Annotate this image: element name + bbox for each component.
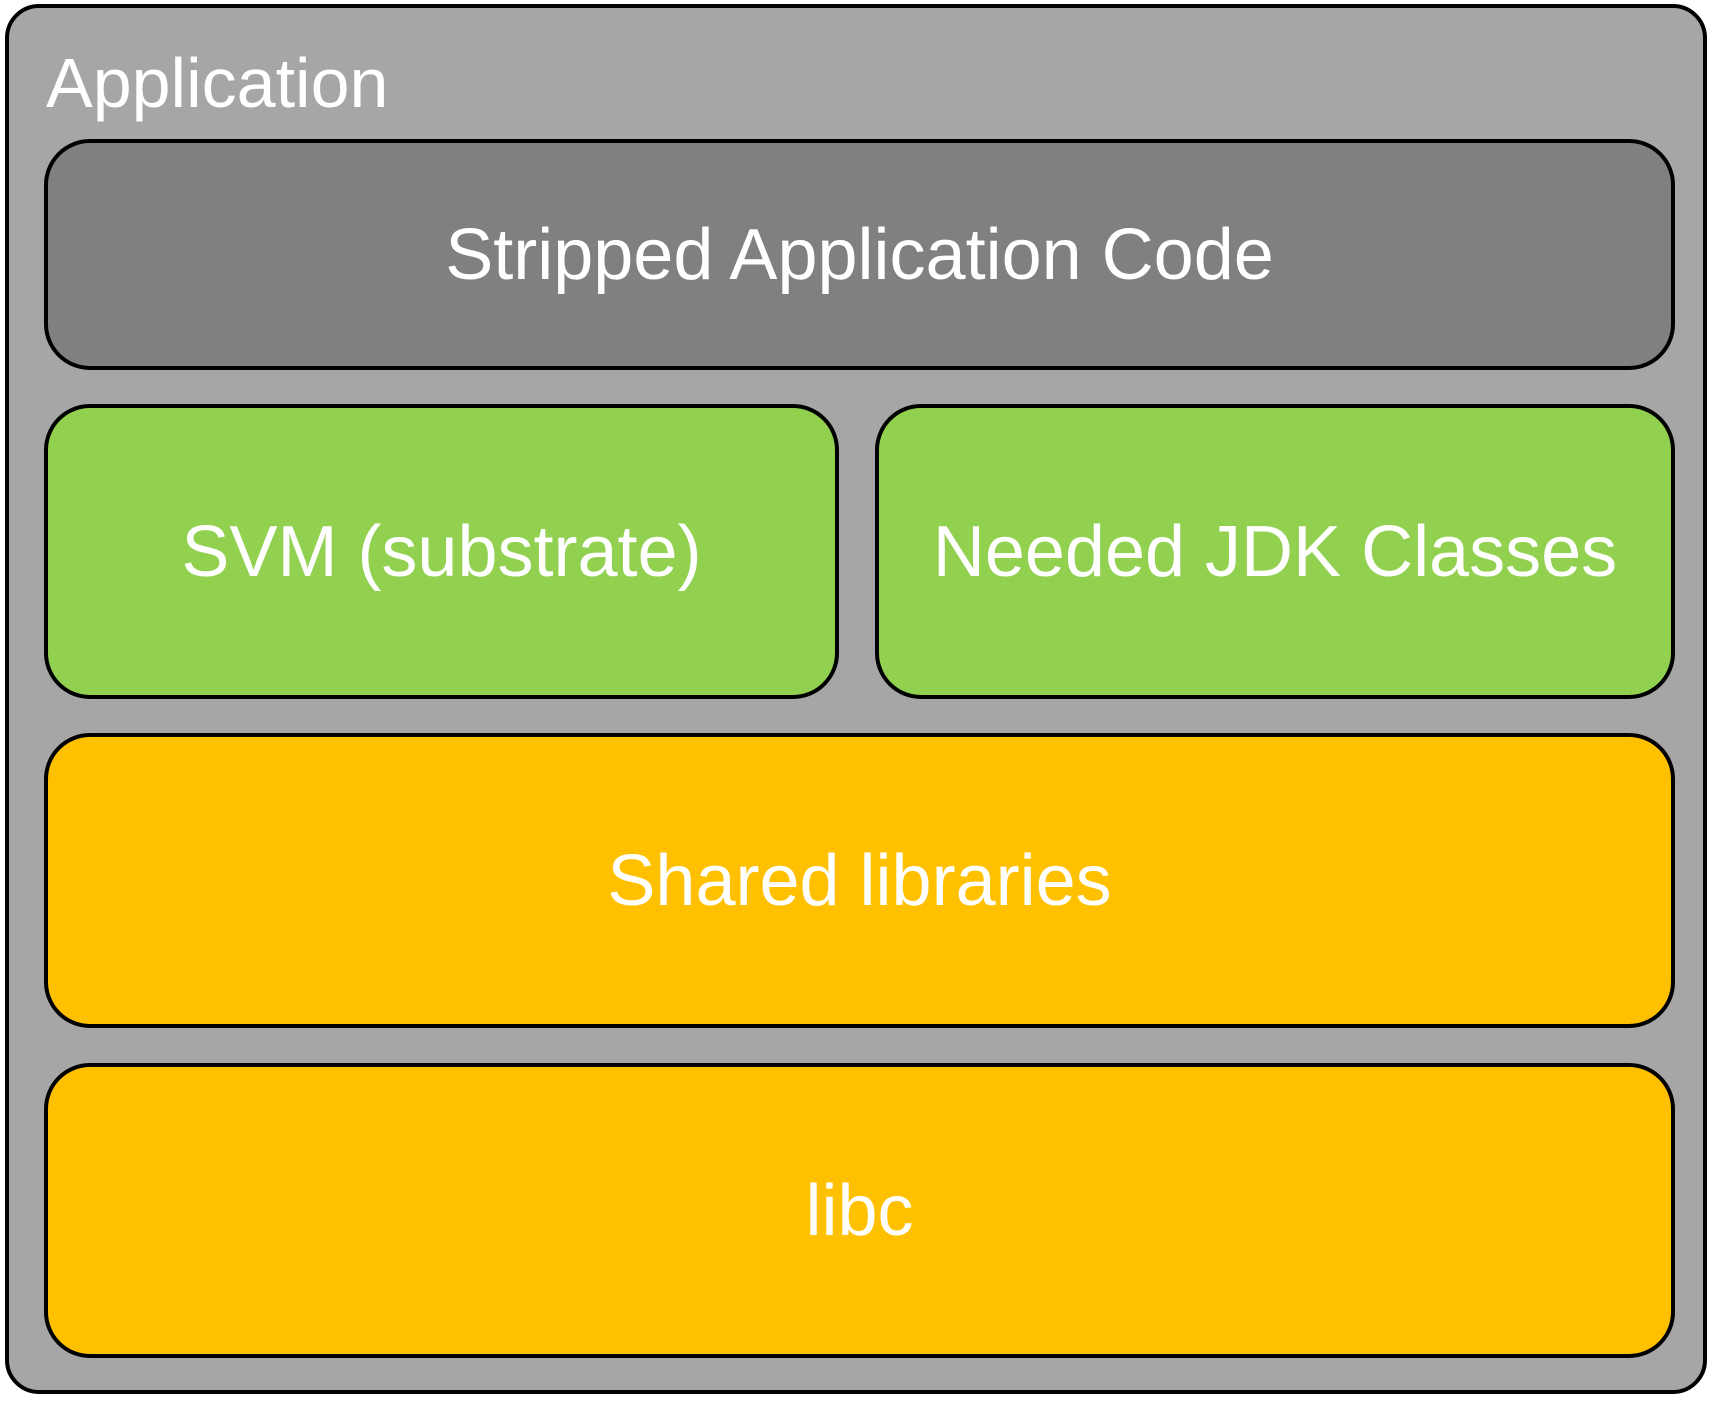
svm-substrate-block: SVM (substrate) — [44, 404, 839, 699]
stripped-application-code-label: Stripped Application Code — [445, 214, 1274, 295]
svm-substrate-label: SVM (substrate) — [181, 511, 702, 592]
application-title: Application — [46, 44, 389, 122]
needed-jdk-classes-block: Needed JDK Classes — [875, 404, 1675, 699]
libc-label: libc — [805, 1170, 914, 1251]
needed-jdk-classes-label: Needed JDK Classes — [932, 511, 1618, 592]
libc-block: libc — [44, 1063, 1675, 1358]
shared-libraries-block: Shared libraries — [44, 733, 1675, 1028]
shared-libraries-label: Shared libraries — [607, 840, 1112, 921]
stripped-application-code-block: Stripped Application Code — [44, 139, 1675, 370]
